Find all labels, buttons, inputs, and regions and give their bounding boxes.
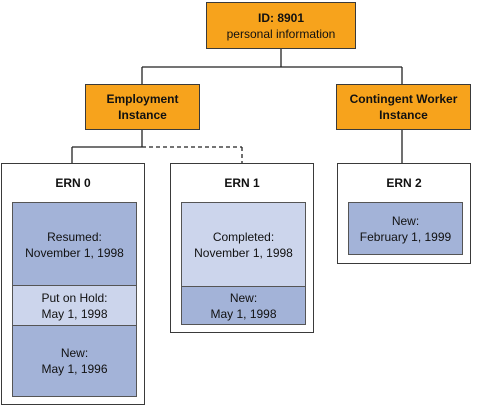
employment-instance-line1: Employment [106, 92, 179, 106]
employment-instance-node: Employment Instance [85, 84, 200, 130]
contingent-instance-line1: Contingent Worker [349, 92, 458, 106]
status-label: Put on Hold: [41, 291, 108, 305]
status-label: New: [229, 290, 258, 305]
status-box-new: New: May 1, 1998 [181, 286, 306, 325]
status-box-completed: Completed: November 1, 1998 [181, 202, 306, 288]
ern-panel-0: ERN 0 Resumed: November 1, 1998 Put on H… [1, 163, 145, 405]
contingent-instance-line2: Instance [379, 108, 428, 122]
status-label: Resumed: [47, 229, 102, 244]
employment-instance-line2: Instance [118, 108, 167, 122]
status-box-new: New: February 1, 1999 [348, 202, 463, 255]
ern-panel-2: ERN 2 New: February 1, 1999 [337, 163, 471, 264]
status-box-resumed: Resumed: November 1, 1998 [12, 202, 137, 287]
ern-title: ERN 1 [224, 176, 260, 190]
ern-title: ERN 2 [386, 176, 422, 190]
ern-title: ERN 0 [55, 176, 91, 190]
status-label: Completed: [212, 230, 275, 244]
status-date: May 1, 1998 [210, 306, 277, 321]
status-date: February 1, 1999 [359, 229, 452, 244]
root-node: ID: 8901 personal information [206, 2, 356, 49]
contingent-worker-instance-node: Contingent Worker Instance [336, 84, 471, 130]
status-box-new: New: May 1, 1996 [12, 325, 137, 397]
status-label: New: [60, 346, 89, 360]
ern-panel-1: ERN 1 Completed: November 1, 1998 New: M… [170, 163, 314, 333]
status-date: May 1, 1996 [41, 362, 108, 376]
status-date: November 1, 1998 [194, 246, 293, 260]
root-subtitle: personal information [226, 26, 336, 41]
status-date: November 1, 1998 [25, 245, 124, 260]
status-box-put-on-hold: Put on Hold: May 1, 1998 [12, 285, 137, 327]
status-label: New: [391, 213, 420, 228]
root-id-label: ID: 8901 [257, 10, 305, 25]
status-date: May 1, 1998 [41, 307, 108, 321]
